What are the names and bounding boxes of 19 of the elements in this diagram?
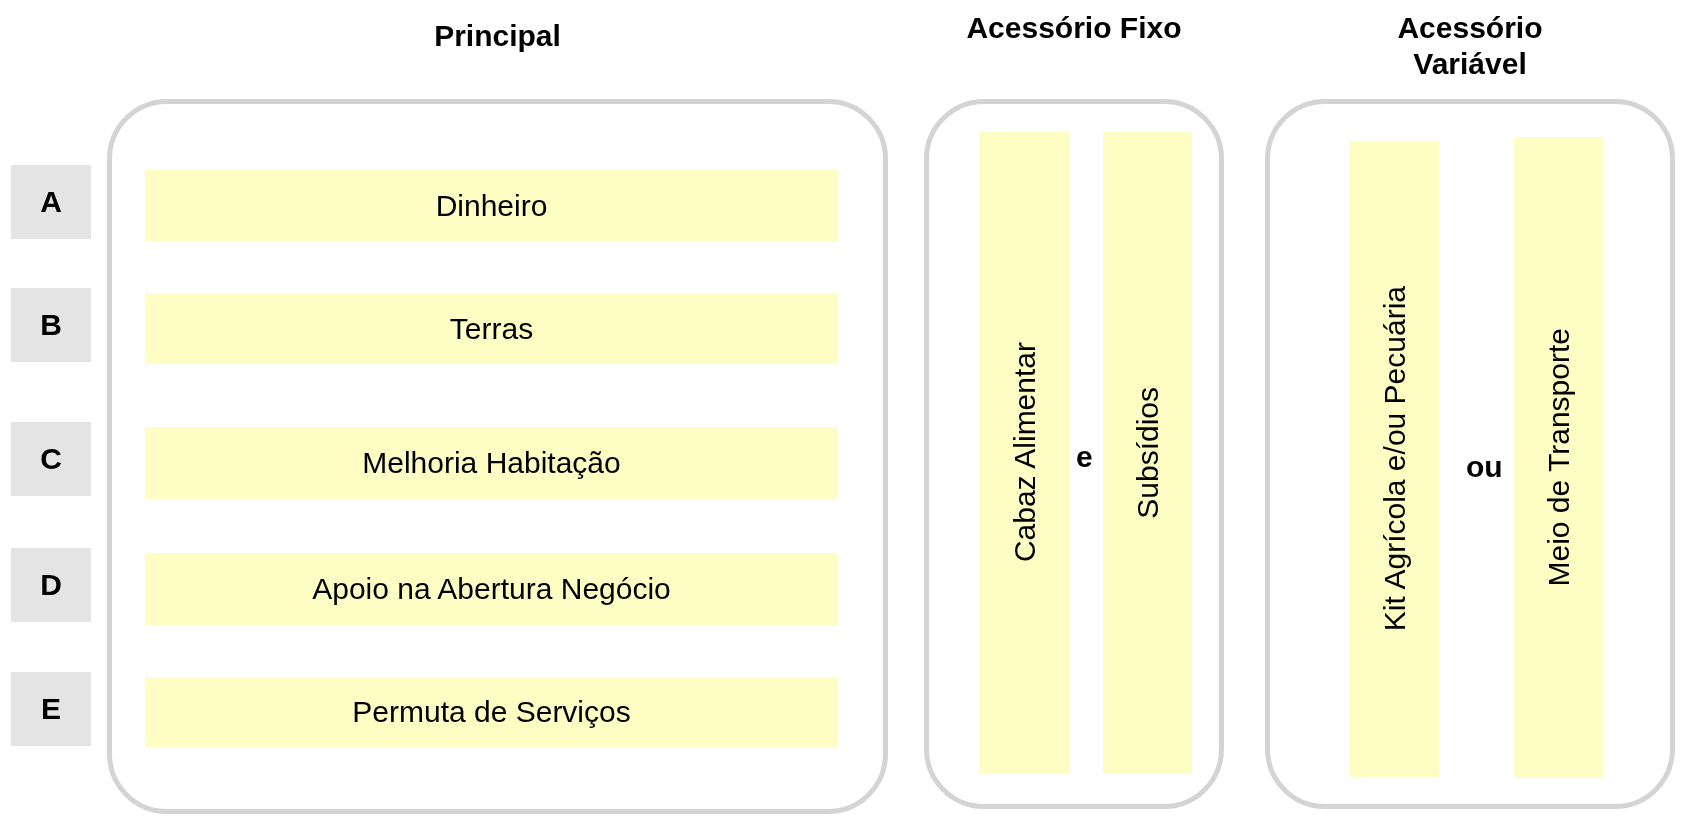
- option-bar: Terras: [145, 293, 838, 364]
- group-heading: Acessório Fixo: [965, 10, 1183, 46]
- option-bar: Permuta de Serviços: [145, 677, 838, 747]
- vertical-option-bar: Meio de Transporte: [1514, 137, 1603, 778]
- connector-word: e: [1076, 440, 1093, 474]
- letter-tag: C: [11, 422, 91, 496]
- group-heading: Principal: [433, 18, 562, 54]
- vertical-option-bar: Kit Agrícola e/ou Pecuária: [1350, 141, 1439, 777]
- connector-word: ou: [1466, 450, 1503, 484]
- letter-tag: D: [11, 548, 91, 622]
- option-bar: Dinheiro: [145, 170, 838, 241]
- letter-tag: B: [11, 288, 91, 362]
- letter-tag: A: [11, 165, 91, 239]
- vertical-option-bar: Cabaz Alimentar: [979, 132, 1070, 773]
- vertical-option-bar: Subsídios: [1103, 132, 1192, 773]
- group-heading: Acessório Variável: [1396, 10, 1544, 82]
- option-bar: Melhoria Habitação: [145, 427, 838, 499]
- letter-tag: E: [11, 672, 91, 746]
- option-bar: Apoio na Abertura Negócio: [145, 553, 838, 625]
